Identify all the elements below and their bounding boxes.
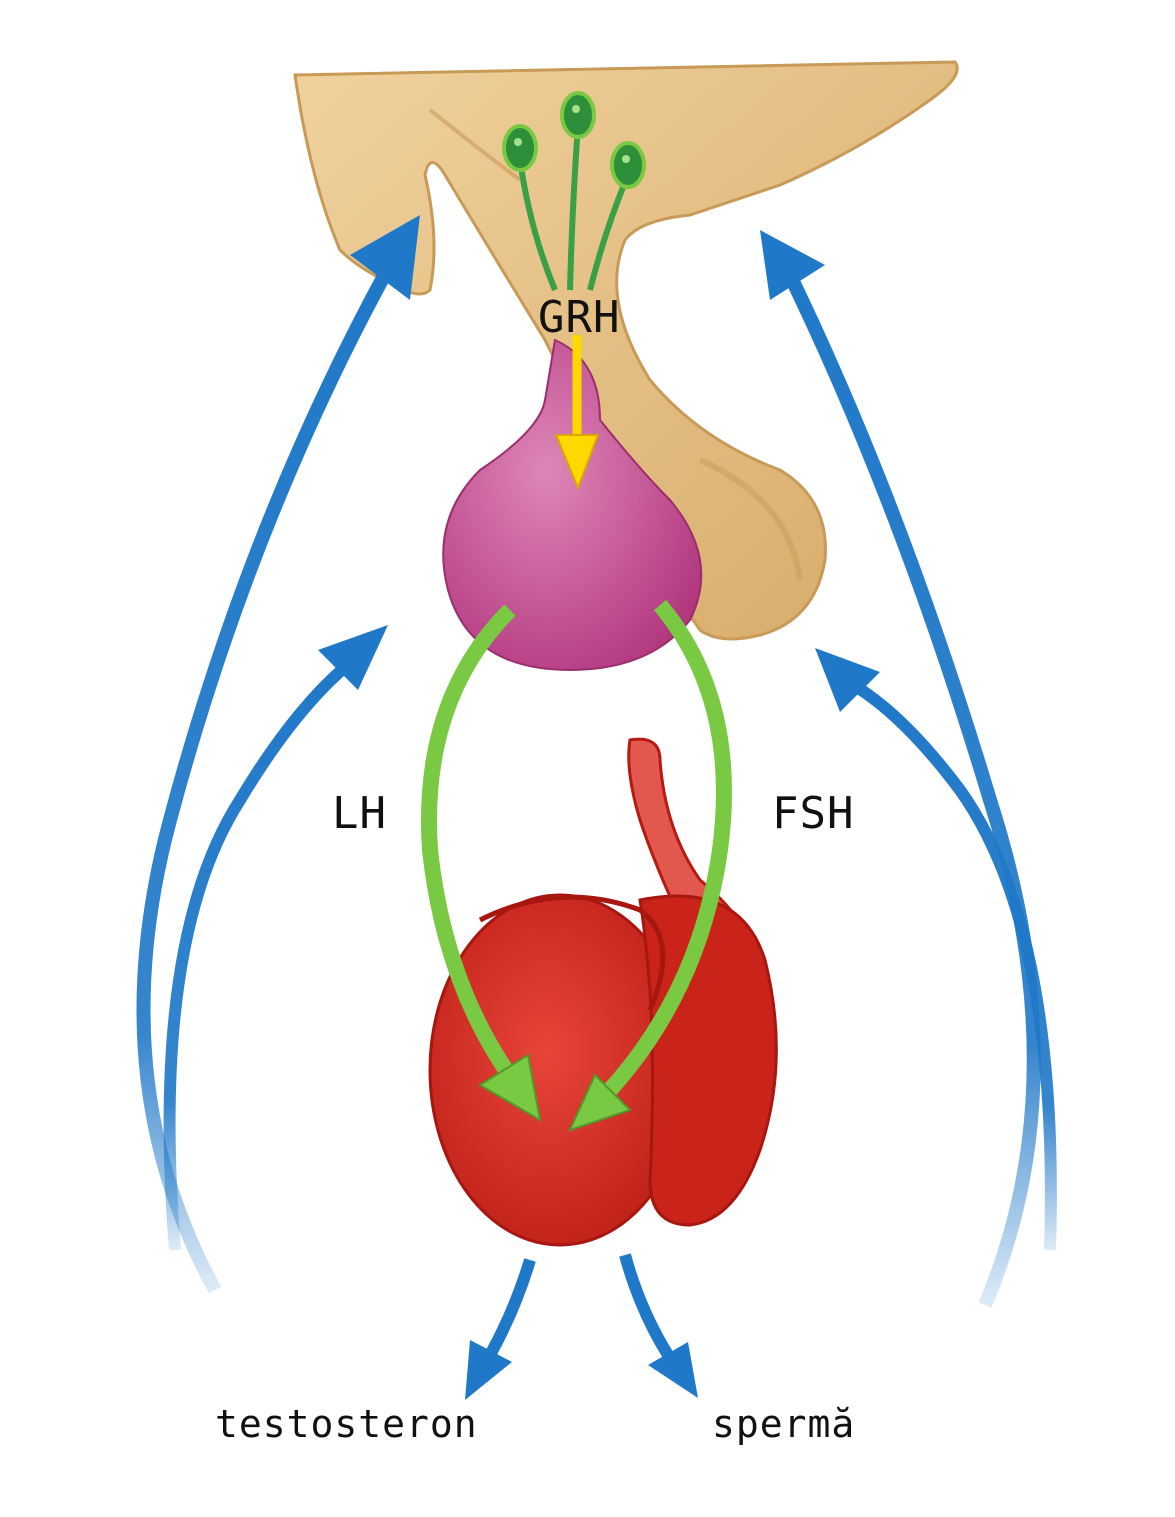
grh-arrow	[554, 335, 600, 491]
label-grh: GRH	[538, 292, 621, 343]
label-fsh: FSH	[772, 788, 855, 839]
label-sperm: spermă	[712, 1402, 856, 1446]
pituitary-gland	[442, 338, 703, 672]
feedback-arrow-right-inner	[815, 648, 1057, 1251]
feedback-arrow-right-outer	[760, 230, 1041, 1308]
hypothalamic-neurons	[502, 91, 646, 292]
lh-arrow	[421, 604, 542, 1122]
feedback-arrow-left-inner	[163, 625, 388, 1251]
label-testosterone: testosteron	[215, 1402, 478, 1446]
testosterone-arrow	[465, 1258, 536, 1400]
hypothalamus	[293, 60, 959, 641]
label-lh: LH	[332, 788, 387, 839]
fsh-arrow	[568, 599, 732, 1132]
feedback-arrow-left-outer	[136, 215, 420, 1294]
sperm-arrow	[619, 1253, 698, 1398]
